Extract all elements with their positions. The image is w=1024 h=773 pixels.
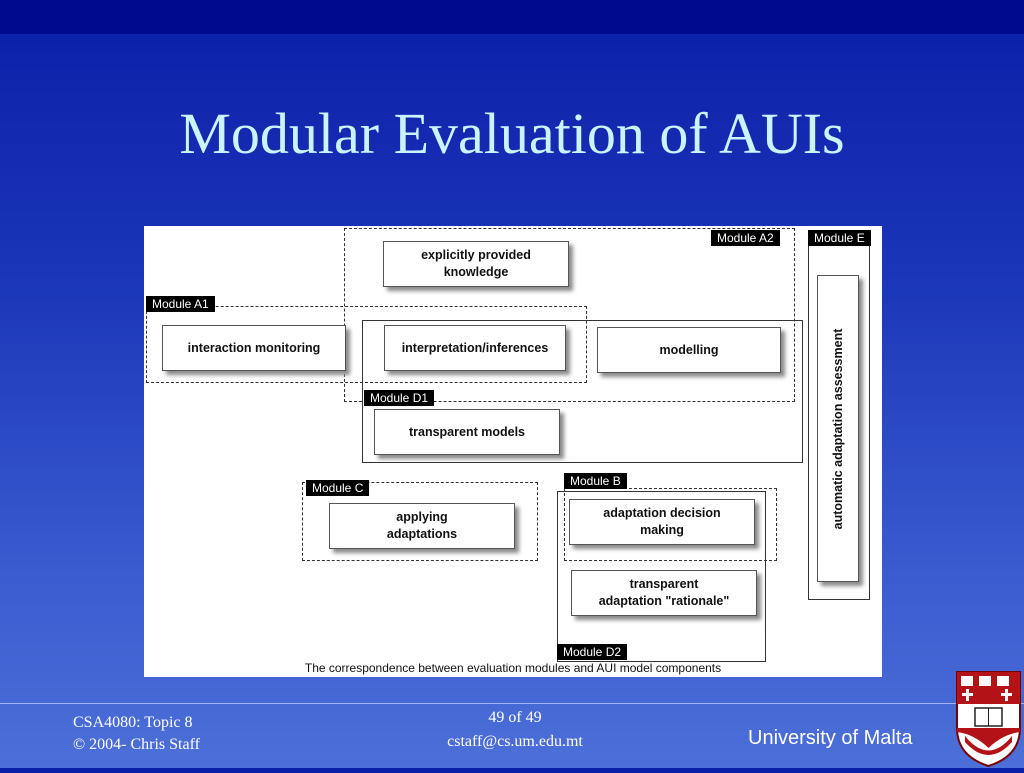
footer-page-info: 49 of 49 cstaff@cs.um.edu.mt <box>410 706 620 754</box>
interpretation-inferences-node: interpretation/inferences <box>384 325 566 371</box>
footer-divider <box>0 703 1024 704</box>
transparent-models-node: transparent models <box>374 409 560 455</box>
copyright-label: © 2004- Chris Staff <box>73 736 200 753</box>
module-b-tag: Module B <box>564 473 627 489</box>
module-a1-boundary <box>146 306 587 383</box>
interaction-monitoring-node: interaction monitoring <box>162 325 346 371</box>
top-bar <box>0 0 1024 34</box>
university-crest-icon <box>953 670 1024 768</box>
module-d2-tag: Module D2 <box>557 644 628 660</box>
module-c-tag: Module C <box>306 480 370 496</box>
module-d2-boundary <box>557 491 766 662</box>
university-name: University of Malta <box>748 727 913 749</box>
automatic-adaptation-assessment-label: automatic adaptation assessment <box>831 328 845 529</box>
module-a2-tag: Module A2 <box>711 230 780 246</box>
author-email: cstaff@cs.um.edu.mt <box>447 733 583 750</box>
slide-title: Modular Evaluation of AUIs <box>179 101 845 166</box>
modelling-node: modelling <box>597 327 781 373</box>
automatic-adaptation-assessment-node: automatic adaptation assessment <box>817 275 859 582</box>
module-diagram: Module A2 Module E Module A1 Module D1 M… <box>144 226 882 677</box>
course-label: CSA4080: Topic 8 <box>73 714 193 731</box>
module-d1-boundary <box>362 320 803 463</box>
page-number: 49 of 49 <box>488 709 542 726</box>
module-a2-boundary <box>344 228 795 402</box>
module-b-boundary <box>564 488 777 561</box>
module-c-boundary <box>302 482 538 561</box>
module-a1-tag: Module A1 <box>146 296 215 312</box>
figure-caption: The correspondence between evaluation mo… <box>304 661 722 675</box>
module-d1-tag: Module D1 <box>364 390 435 406</box>
module-e-tag: Module E <box>808 230 871 246</box>
footer-course-info: CSA4080: Topic 8 © 2004- Chris Staff <box>73 712 200 756</box>
